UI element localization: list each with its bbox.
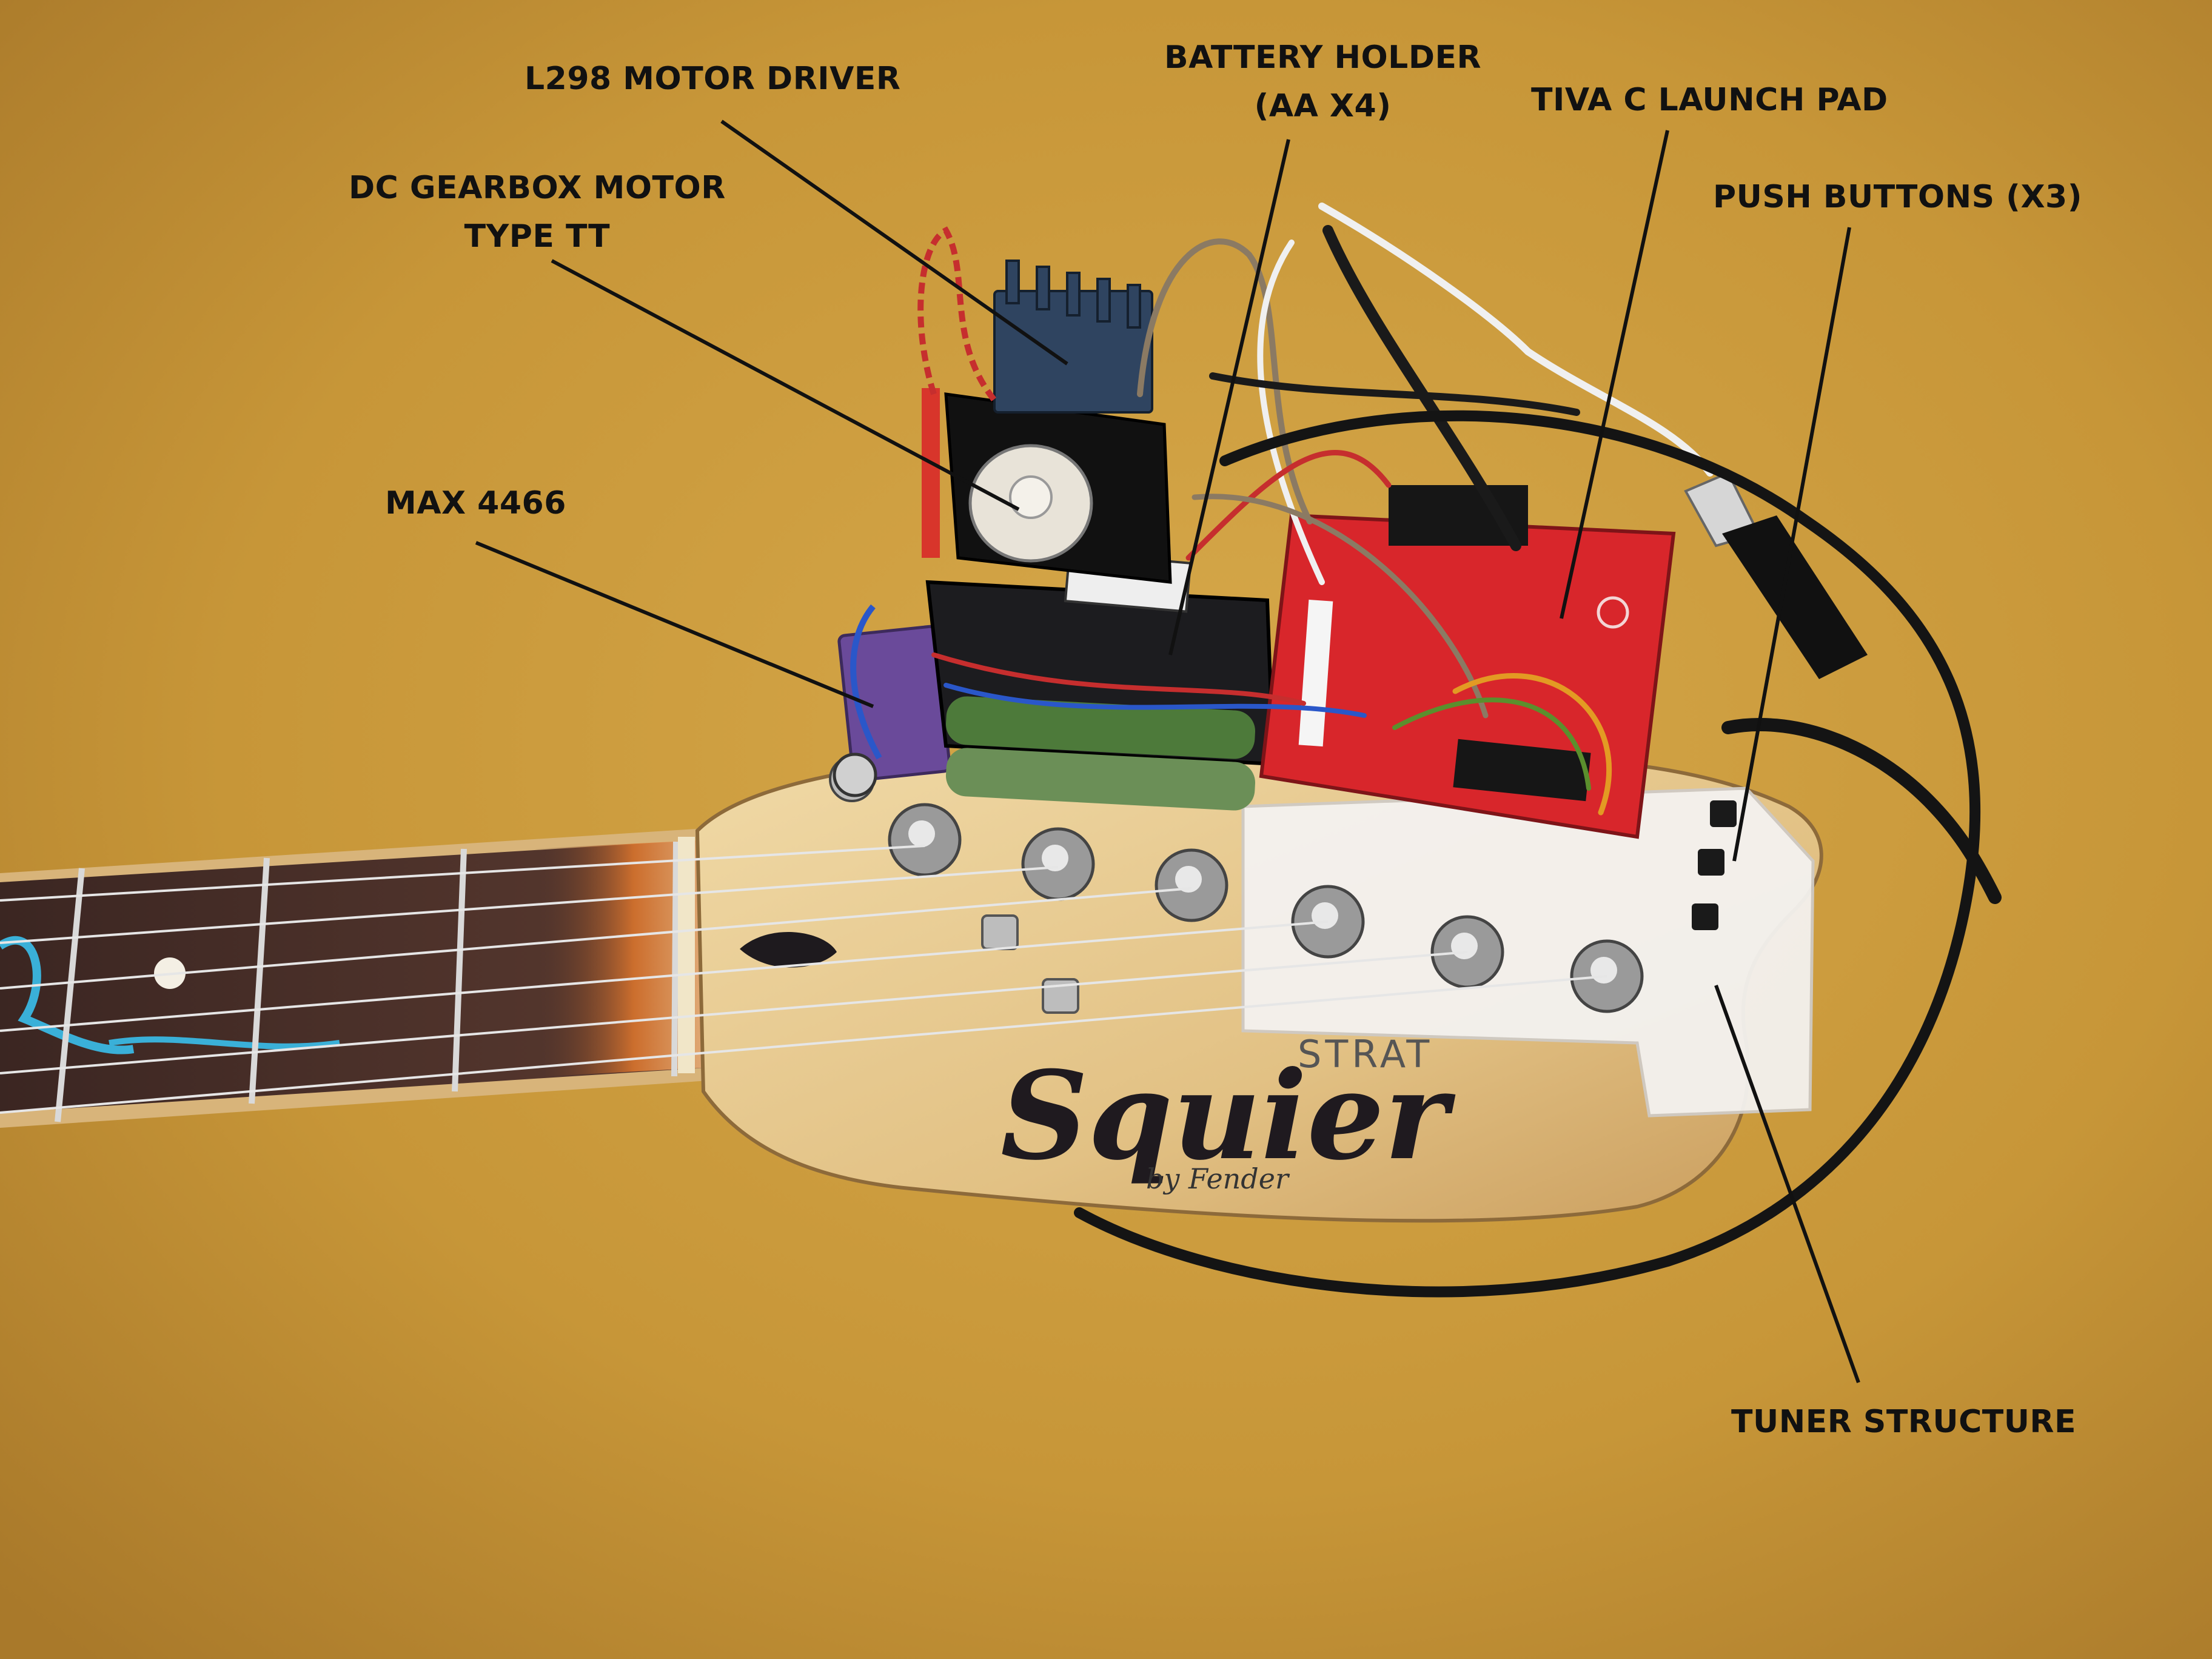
- label-battery-line2: (AA X4): [1254, 88, 1392, 124]
- battery-holder: [925, 551, 1276, 811]
- frets: [55, 841, 679, 1122]
- label-dc-gearbox-motor: DC GEARBOX MOTOR TYPE TT: [349, 164, 726, 261]
- label-tuner-text: TUNER STRUCTURE: [1731, 1404, 2076, 1440]
- wires: [931, 203, 2002, 1298]
- label-l298-text: L298 MOTOR DRIVER: [525, 61, 901, 97]
- label-push-buttons-text: PUSH BUTTONS (X3): [1713, 179, 2082, 215]
- heat-sink: [993, 260, 1153, 414]
- annotation-leader-lines: [475, 119, 1860, 1384]
- usb-connector: [1684, 471, 1868, 679]
- label-l298-motor-driver: L298 MOTOR DRIVER: [525, 55, 900, 103]
- svg-text:STRAT: STRAT: [1298, 1032, 1433, 1076]
- label-battery-holder: BATTERY HOLDER (AA X4): [1164, 33, 1481, 130]
- label-max4466: MAX 4466: [385, 479, 566, 528]
- label-tiva-text: TIVA C LAUNCH PAD: [1531, 82, 1888, 118]
- truss-rod-cover: [740, 932, 837, 968]
- tiva-c-launchpad: [1259, 485, 1676, 839]
- motor-driver-assembly: [917, 226, 1172, 584]
- label-push-buttons: PUSH BUTTONS (X3): [1713, 173, 2082, 221]
- label-dc-motor-line1: DC GEARBOX MOTOR: [349, 170, 726, 206]
- label-max4466-text: MAX 4466: [385, 485, 566, 521]
- guitar-nut: [678, 837, 695, 1073]
- svg-text:by Fender: by Fender: [1146, 1162, 1290, 1195]
- label-tuner-structure: TUNER STRUCTURE: [1731, 1398, 2076, 1446]
- headstock-logo: Squier STRAT by Fender: [1000, 1032, 1456, 1195]
- push-buttons: [1692, 800, 1737, 930]
- tuner-structure-plate: [1241, 786, 1815, 1118]
- label-dc-motor-line2: TYPE TT: [464, 218, 611, 255]
- svg-text:Squier: Squier: [1000, 1045, 1456, 1187]
- label-tiva-c-launchpad: TIVA C LAUNCH PAD: [1531, 76, 1888, 124]
- label-battery-line1: BATTERY HOLDER: [1164, 39, 1482, 76]
- max4466-mic-module: [833, 604, 951, 797]
- guitar-strings: [0, 845, 1607, 1114]
- dc-gearbox-motor: [968, 444, 1093, 563]
